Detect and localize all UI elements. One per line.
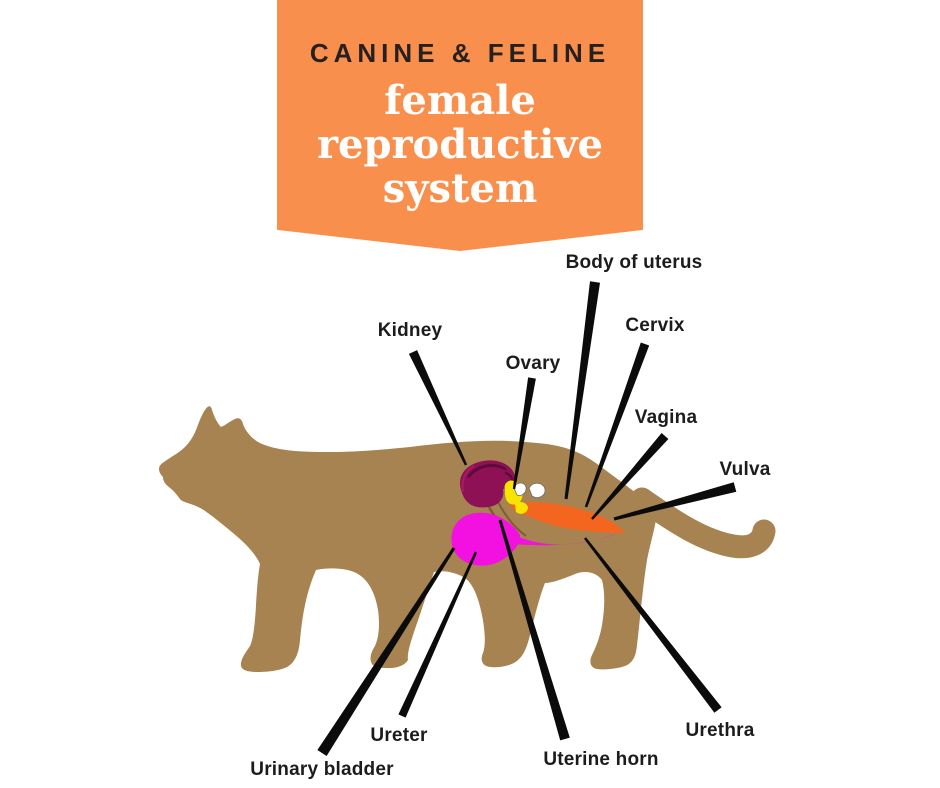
ureter-tube-2 [496, 499, 527, 537]
label-vulva: Vulva [719, 459, 771, 480]
label-uterine-horn: Uterine horn [543, 749, 659, 770]
pointer-line-urethra [584, 537, 722, 713]
banner-title-line-3: system [382, 165, 538, 212]
label-vagina: Vagina [634, 407, 698, 428]
pointer-line-urinary-bladder [317, 547, 456, 756]
banner-title-line-2: reproductive [316, 121, 603, 168]
label-kidney: Kidney [377, 320, 443, 341]
pointer-line-uterine-horn [498, 519, 570, 741]
pointer-line-body-of-uterus [564, 281, 600, 500]
banner-title: female reproductive system [277, 79, 643, 211]
pointer-line-cervix [584, 342, 650, 508]
ovary-bursa-highlight-2 [528, 482, 546, 498]
label-ureter: Ureter [370, 725, 428, 746]
label-cervix: Cervix [625, 315, 685, 336]
label-ovary: Ovary [505, 353, 561, 374]
banner-title-line-1: female [384, 77, 536, 124]
pointer-line-ureter [398, 551, 478, 718]
pointer-line-kidney [408, 350, 468, 466]
banner-subtitle: CANINE & FELINE [309, 38, 611, 68]
label-urinary-bladder: Urinary bladder [250, 759, 394, 780]
pointer-lines [317, 281, 737, 756]
pointer-line-vulva [613, 482, 737, 521]
ovary-bursa-highlight [513, 482, 527, 496]
uterus-shape [509, 502, 625, 533]
cat-silhouette [159, 406, 656, 672]
label-body-of-uterus: Body of uterus [565, 252, 703, 273]
pointer-line-vagina [591, 433, 669, 520]
ovary-shape-lower [515, 501, 528, 514]
pointer-line-ovary [512, 377, 536, 490]
title-banner: CANINE & FELINE female reproductive syst… [277, 0, 643, 251]
kidney-detail-line [467, 464, 507, 478]
cat-tail [630, 487, 776, 559]
kidney-highlight [461, 465, 475, 493]
label-urethra: Urethra [685, 720, 755, 741]
urethra-neck-shape [512, 533, 618, 546]
